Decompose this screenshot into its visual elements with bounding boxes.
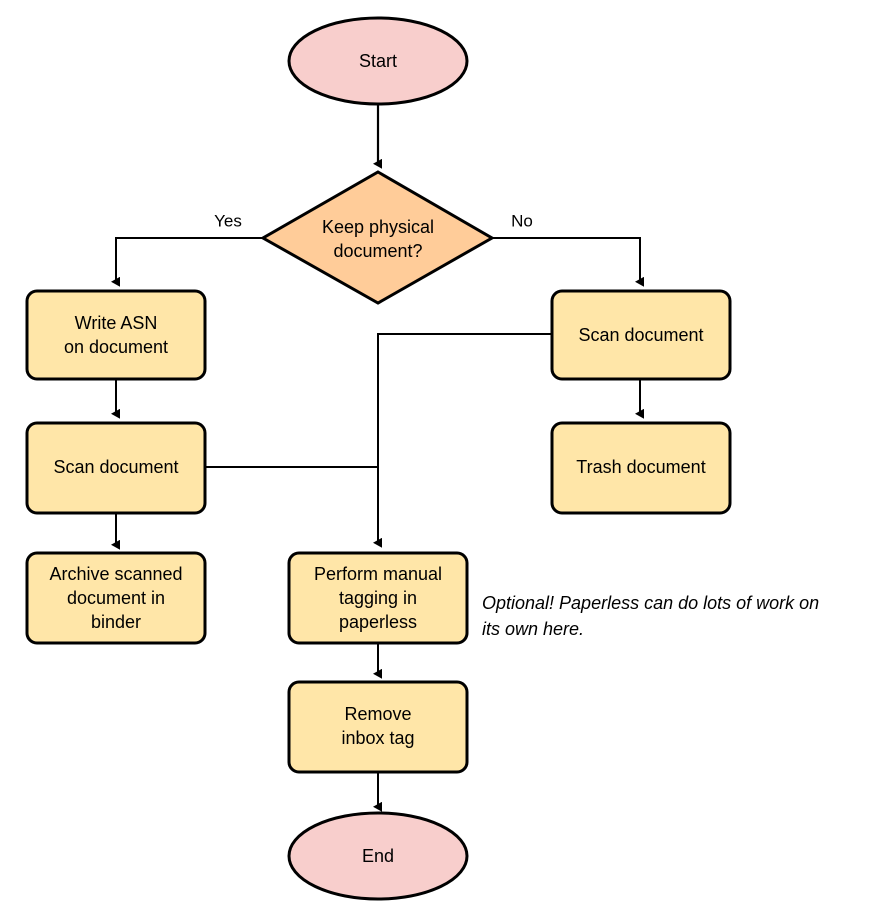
trash-document-label: Trash document — [576, 457, 705, 477]
decision-diamond-shape — [259, 170, 496, 305]
node-trash-document[interactable]: Trash document — [550, 421, 732, 515]
node-scan-document-right[interactable]: Scan document — [550, 289, 732, 381]
node-archive-scanned-document[interactable]: Archive scanned document in binder — [25, 551, 207, 645]
node-remove-inbox-tag[interactable]: Remove inbox tag — [287, 680, 469, 774]
write-asn-box-shape — [25, 289, 207, 381]
node-end[interactable]: End — [287, 811, 469, 901]
write-asn-label-line1: Write ASN — [75, 313, 158, 333]
decision-label-line1: Keep physical — [322, 217, 434, 237]
annotation-optional-note: Optional! Paperless can do lots of work … — [482, 593, 819, 639]
remove-inbox-tag-box-shape — [287, 680, 469, 774]
archive-label-line1: Archive scanned — [49, 564, 182, 584]
tagging-label-line2: tagging in — [339, 588, 417, 608]
decision-label-line2: document? — [333, 241, 422, 261]
edge-label-no: No — [511, 211, 533, 230]
node-write-asn-on-document[interactable]: Write ASN on document — [25, 289, 207, 381]
optional-note-line1: Optional! Paperless can do lots of work … — [482, 593, 819, 613]
end-ellipse-shape — [287, 811, 469, 901]
edge-decision-yes-to-write-asn — [111, 237, 263, 287]
tagging-label-line1: Perform manual — [314, 564, 442, 584]
scan-document-left-box-shape — [25, 421, 207, 515]
archive-label-line2: document in — [67, 588, 165, 608]
remove-inbox-label-line1: Remove — [344, 704, 411, 724]
trash-document-box-shape — [550, 421, 732, 515]
archive-label-line3: binder — [91, 612, 141, 632]
write-asn-label-line2: on document — [64, 337, 168, 357]
tagging-label-line3: paperless — [339, 612, 417, 632]
node-scan-document-left[interactable]: Scan document — [25, 421, 207, 515]
node-perform-manual-tagging[interactable]: Perform manual tagging in paperless — [287, 551, 469, 645]
scan-document-right-label: Scan document — [578, 325, 703, 345]
edge-decision-no-to-scan-right — [492, 237, 644, 287]
end-label: End — [362, 846, 394, 866]
edge-label-yes: Yes — [214, 211, 242, 230]
start-label: Start — [359, 51, 397, 71]
scan-document-right-box-shape — [550, 289, 732, 381]
start-ellipse-shape — [287, 16, 469, 106]
tagging-box-shape — [287, 551, 469, 645]
archive-box-shape — [25, 551, 207, 645]
node-start[interactable]: Start — [287, 16, 469, 106]
connector-layer — [111, 104, 644, 812]
remove-inbox-label-line2: inbox tag — [341, 728, 414, 748]
node-decision-keep-physical-document[interactable]: Keep physical document? — [259, 170, 496, 305]
edge-scan-right-to-tagging — [373, 333, 552, 548]
scan-document-left-label: Scan document — [53, 457, 178, 477]
optional-note-line2: its own here. — [482, 619, 584, 639]
